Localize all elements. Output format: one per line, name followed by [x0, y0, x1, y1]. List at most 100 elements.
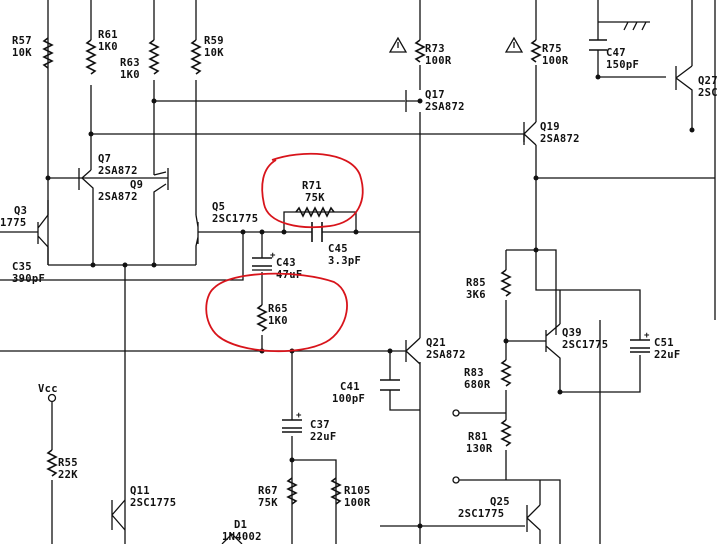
value-c37: 22uF [310, 431, 337, 443]
resistor-r71 [295, 206, 335, 218]
value-r81: 130R [466, 443, 493, 455]
resistor-r83 [500, 359, 512, 387]
capacitor-c51: + [630, 331, 650, 353]
chassis-ground-icon [623, 21, 650, 31]
resistor-r61 [85, 39, 97, 75]
ref-r65: R65 [268, 303, 288, 315]
ref-c47: C47 [606, 47, 626, 59]
svg-text:+: + [644, 331, 650, 341]
value-r75: 100R [542, 55, 569, 67]
svg-text:+: + [270, 251, 276, 261]
triangle-exclamation-icon [388, 36, 408, 53]
capacitor-c41 [380, 379, 400, 391]
ref-q25: Q25 [490, 496, 510, 508]
value-q3: 1775 [0, 217, 27, 229]
ref-q3: Q3 [14, 205, 27, 217]
ref-q5: Q5 [212, 201, 225, 213]
value-r63: 1K0 [120, 69, 140, 81]
ref-c43: C43 [276, 257, 296, 269]
value-q5: 2SC1775 [212, 213, 258, 225]
ref-q21: Q21 [426, 337, 446, 349]
vcc-terminal [47, 393, 57, 403]
ref-r83: R83 [464, 367, 484, 379]
value-q17: 2SA872 [425, 101, 465, 113]
resistor-r81 [500, 419, 512, 447]
vcc-label: Vcc [38, 383, 58, 395]
value-r59: 10K [204, 47, 224, 59]
value-r57: 10K [12, 47, 32, 59]
resistor-r57 [42, 37, 54, 69]
resistor-r65 [256, 304, 268, 332]
ref-q39: Q39 [562, 327, 582, 339]
capacitors: + + + [252, 39, 650, 433]
value-q11: 2SC1775 [130, 497, 176, 509]
ref-q27: Q27 [698, 75, 718, 87]
component-labels: R57 10K R61 1K0 R63 1K0 R59 10K R73 100R… [0, 29, 718, 543]
ref-r63: R63 [120, 57, 140, 69]
value-r61: 1K0 [98, 41, 118, 53]
value-q27: 2SC [698, 87, 718, 99]
ref-r75: R75 [542, 43, 562, 55]
value-r105: 100R [344, 497, 371, 509]
ref-r59: R59 [204, 35, 224, 47]
ref-r55: R55 [58, 457, 78, 469]
value-r85: 3K6 [466, 289, 486, 301]
value-c43: 47uF [276, 269, 303, 281]
ref-r73: R73 [425, 43, 445, 55]
ref-c35: C35 [12, 261, 32, 273]
capacitor-c43: + [252, 251, 276, 271]
highlights [205, 152, 364, 353]
ref-r61: R61 [98, 29, 118, 41]
triangle-exclamation-icon [504, 36, 524, 53]
capacitor-c37: + [282, 411, 302, 433]
diode-d1-icon [221, 533, 243, 544]
value-r55: 22K [58, 469, 78, 481]
resistor-r105 [330, 477, 342, 505]
ref-r67: R67 [258, 485, 278, 497]
value-q9: 2SA872 [98, 191, 138, 203]
resistor-r67 [286, 477, 298, 505]
resistor-r59 [190, 39, 202, 75]
ref-c37: C37 [310, 419, 330, 431]
value-r71: 75K [305, 192, 325, 204]
resistors [42, 37, 542, 505]
junctions [45, 74, 695, 529]
resistor-r73 [414, 39, 426, 63]
svg-text:+: + [296, 411, 302, 421]
ref-q9: Q9 [130, 179, 143, 191]
ref-r85: R85 [466, 277, 486, 289]
ref-q7: Q7 [98, 153, 111, 165]
ref-d1: D1 [234, 519, 247, 531]
resistor-r55 [46, 449, 58, 477]
resistor-r63 [148, 39, 160, 75]
capacitor-c47 [589, 39, 607, 51]
ref-q11: Q11 [130, 485, 150, 497]
value-q21: 2SA872 [426, 349, 466, 361]
value-r67: 75K [258, 497, 278, 509]
ref-q17: Q17 [425, 89, 445, 101]
value-q39: 2SC1775 [562, 339, 608, 351]
ref-c45: C45 [328, 243, 348, 255]
value-q25: 2SC1775 [458, 508, 504, 520]
value-c47: 150pF [606, 59, 639, 71]
ref-r57: R57 [12, 35, 32, 47]
ref-r105: R105 [344, 485, 371, 497]
ref-r71: R71 [302, 180, 322, 192]
ref-c51: C51 [654, 337, 674, 349]
value-d1: 1N4002 [222, 531, 262, 543]
highlight-circle-r65 [205, 272, 348, 353]
value-c35: 390pF [12, 273, 45, 285]
value-c45: 3.3pF [328, 255, 361, 267]
value-r73: 100R [425, 55, 452, 67]
resistor-r85 [500, 269, 512, 297]
value-r83: 680R [464, 379, 491, 391]
value-q19: 2SA872 [540, 133, 580, 145]
value-c51: 22uF [654, 349, 681, 361]
ref-q19: Q19 [540, 121, 560, 133]
ref-r81: R81 [468, 431, 488, 443]
ref-c41: C41 [340, 381, 360, 393]
capacitor-c45 [311, 222, 323, 242]
